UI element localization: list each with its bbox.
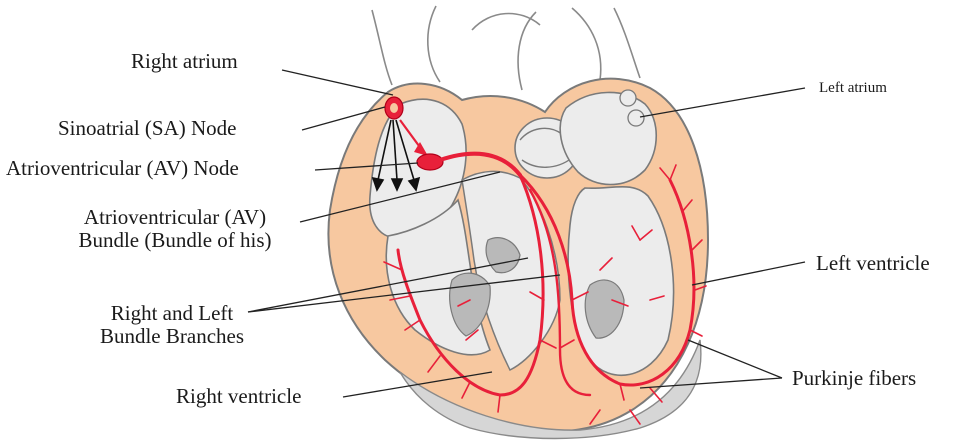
label-left-ventricle: Left ventricle (816, 252, 930, 275)
label-av-bundle-line1: Atrioventricular (AV) (50, 206, 300, 229)
great-vessels (372, 6, 640, 90)
label-bundle-branches: Right and Left Bundle Branches (72, 302, 272, 347)
av-node (417, 154, 443, 170)
label-left-atrium: Left atrium (819, 80, 887, 96)
label-av-bundle: Atrioventricular (AV) Bundle (Bundle of … (50, 206, 300, 251)
label-right-atrium: Right atrium (131, 50, 238, 73)
label-sa-node: Sinoatrial (SA) Node (58, 117, 236, 140)
label-purkinje-fibers: Purkinje fibers (792, 367, 916, 390)
label-bundle-branches-line2: Bundle Branches (72, 325, 272, 348)
label-right-ventricle: Right ventricle (176, 385, 301, 408)
label-av-bundle-line2: Bundle (Bundle of his) (50, 229, 300, 252)
label-bundle-branches-line1: Right and Left (72, 302, 272, 325)
label-av-node: Atrioventricular (AV) Node (6, 157, 239, 180)
